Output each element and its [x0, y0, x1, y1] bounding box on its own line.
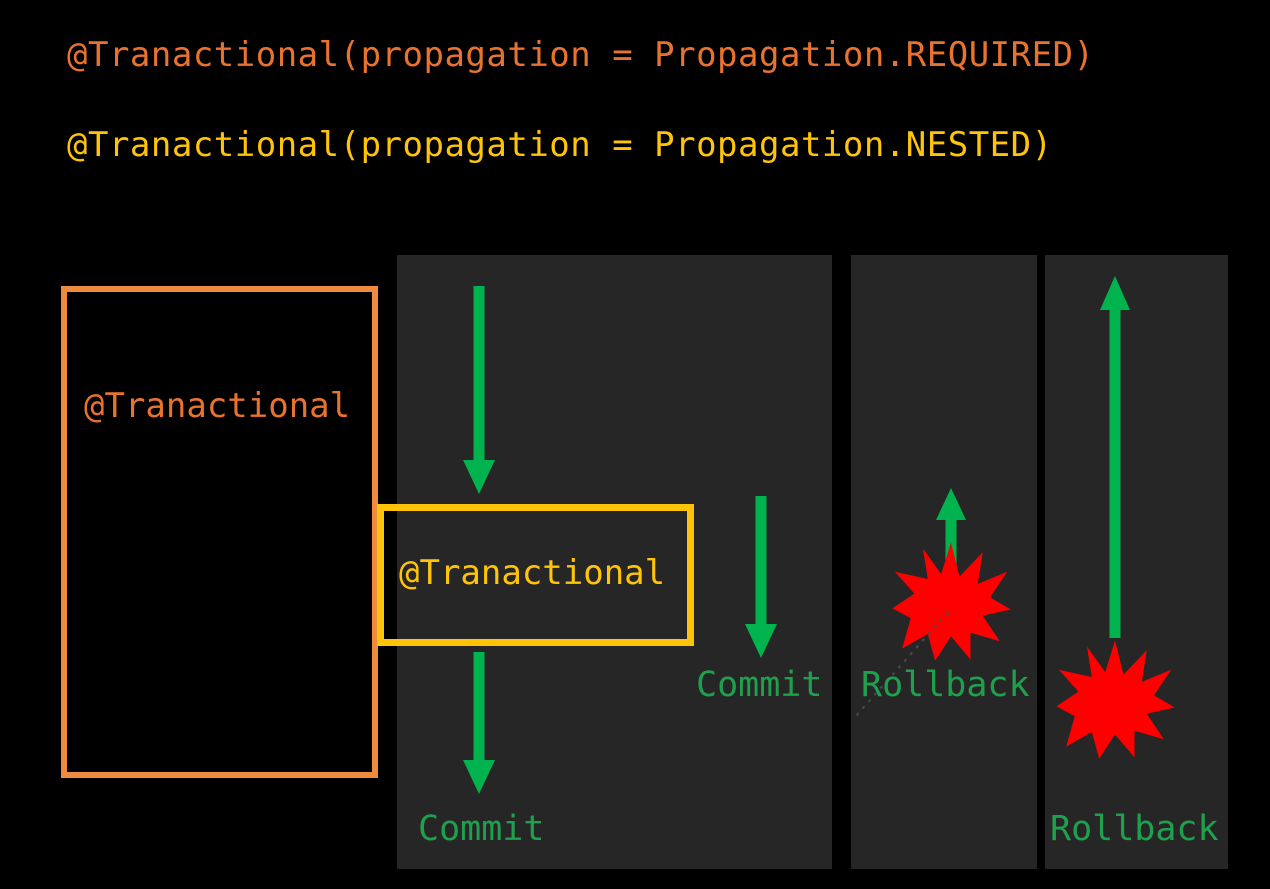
explosion-burst-icon	[892, 542, 1011, 661]
down-arrow-icon	[463, 286, 495, 494]
explosion-burst-icon	[1056, 640, 1175, 759]
outer-transactional-label: @Tranactional	[84, 386, 351, 426]
inner-transactional-label: @Tranactional	[399, 553, 666, 593]
up-arrow-icon	[1100, 276, 1130, 638]
annotation-propagation-nested: @Tranactional(propagation = Propagation.…	[67, 125, 1053, 165]
status-label-rollback-inner: Rollback	[861, 665, 1030, 705]
inner-transactional-box	[377, 504, 694, 646]
status-label-rollback-outer: Rollback	[1050, 809, 1219, 849]
status-label-commit-inner: Commit	[696, 665, 823, 705]
down-arrow-icon	[745, 496, 777, 658]
outer-transactional-box	[61, 286, 378, 778]
lane-outer-rollback	[1045, 255, 1228, 869]
down-arrow-icon	[463, 652, 495, 794]
status-label-commit-outer: Commit	[418, 809, 545, 849]
annotation-propagation-required: @Tranactional(propagation = Propagation.…	[67, 35, 1095, 75]
lane-inner-rollback	[851, 255, 1037, 869]
